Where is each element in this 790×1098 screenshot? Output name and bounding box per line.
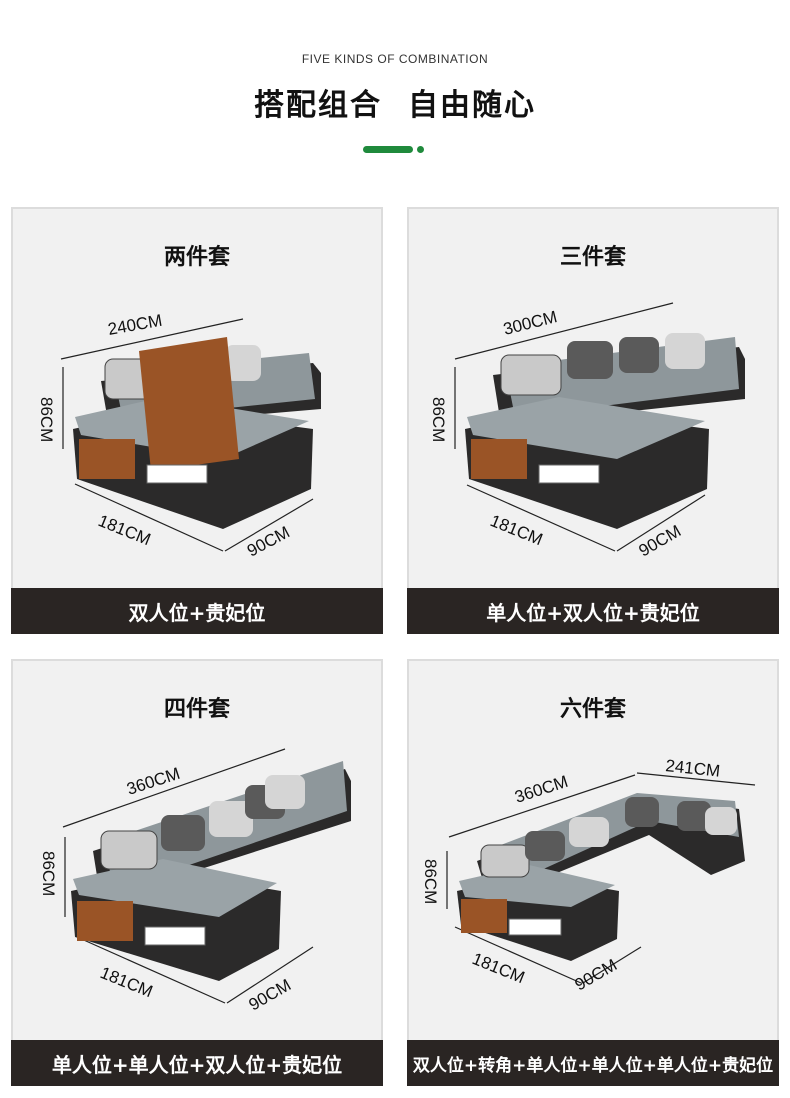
width-label: 240CM bbox=[106, 311, 163, 339]
sofa-illustration: 360CM 86CM 181CM 90CM bbox=[39, 748, 351, 1014]
side-label: 90CM bbox=[572, 955, 621, 994]
header-title-right: 自由随心 bbox=[408, 88, 536, 123]
card-footer: 双人位+转角+单人位+单人位+单人位+贵妃位 bbox=[407, 1040, 779, 1086]
header-subtitle: FIVE KINDS OF COMBINATION bbox=[301, 52, 489, 66]
side-label: 90CM bbox=[636, 521, 685, 560]
combo-card-two-piece[interactable]: 两件套 240CM 86CM 181CM 90CM 双人位+贵妃位 bbox=[11, 207, 383, 634]
depth-label: 181CM bbox=[488, 511, 546, 549]
side-label: 90CM bbox=[246, 975, 295, 1014]
page-header: FIVE KINDS OF COMBINATION 搭配组合自由随心 bbox=[0, 0, 790, 190]
sofa-illustration: 360CM 241CM 86CM 181CM 90CM bbox=[421, 756, 756, 994]
card-title: 三件套 bbox=[559, 245, 626, 270]
card-footer: 单人位+单人位+双人位+贵妃位 bbox=[11, 1040, 383, 1086]
height-label: 86CM bbox=[39, 851, 58, 896]
header-title-left: 搭配组合 bbox=[254, 88, 382, 123]
accent-bar bbox=[363, 146, 413, 153]
height-label: 86CM bbox=[37, 397, 56, 442]
height-label: 86CM bbox=[421, 859, 440, 904]
sofa-illustration: 240CM 86CM 181CM 90CM bbox=[37, 311, 321, 561]
card-title: 四件套 bbox=[163, 697, 230, 722]
sofa-illustration: 300CM 86CM 181CM 90CM bbox=[429, 302, 745, 560]
combo-card-four-piece[interactable]: 四件套 360CM 86CM 181CM 90CM 单人位+单人位+双人位+贵妃… bbox=[11, 659, 383, 1086]
height-label: 86CM bbox=[429, 397, 448, 442]
combo-card-three-piece[interactable]: 三件套 300CM 86CM 181CM 90CM 单人位+双人位+贵妃位 bbox=[407, 207, 779, 634]
accent-dot bbox=[417, 146, 424, 153]
card-title: 六件套 bbox=[559, 697, 626, 722]
combo-card-six-piece[interactable]: 六件套 360CM 241CM 86CM 181CM 90CM 双人位+转角+单… bbox=[407, 659, 779, 1086]
width-label: 360CM bbox=[124, 764, 182, 799]
width-label: 360CM bbox=[512, 772, 570, 807]
depth-label: 181CM bbox=[98, 963, 156, 1001]
card-footer: 单人位+双人位+贵妃位 bbox=[407, 588, 779, 634]
card-footer: 双人位+贵妃位 bbox=[11, 588, 383, 634]
side-label: 90CM bbox=[244, 522, 293, 560]
card-title: 两件套 bbox=[163, 245, 230, 270]
header-title: 搭配组合自由随心 bbox=[0, 80, 790, 124]
depth-label: 181CM bbox=[96, 511, 154, 549]
